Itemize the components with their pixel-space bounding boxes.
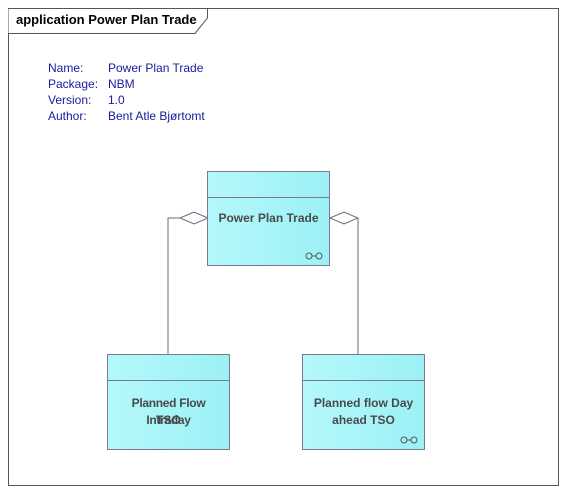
property-key: Author: [48, 109, 87, 123]
property-key: Version: [48, 93, 92, 107]
property-key: Package: [48, 77, 99, 91]
property-row-author: Author: Bent Atle Bjørtomt [48, 108, 205, 124]
class-header [303, 355, 424, 381]
aggregation-diamond-left [178, 211, 210, 225]
aggregation-diamond-right [328, 211, 360, 225]
class-planned-flow-intraday-tso[interactable]: Planned Flow Intraday TSO [107, 354, 230, 450]
frame-tab-shape [8, 8, 208, 34]
class-name-line2: TSO [156, 413, 181, 427]
class-name: Power Plan Trade [218, 211, 319, 225]
composite-link-icon [400, 436, 418, 444]
diagram-frame [8, 8, 559, 486]
class-power-plan-trade[interactable]: Power Plan Trade [207, 171, 330, 266]
class-header [108, 355, 229, 381]
class-name-line1: Planned Flow Intraday [131, 396, 206, 427]
class-name-line2: ahead TSO [332, 413, 395, 427]
frame-title-tab: application Power Plan Trade [8, 8, 208, 34]
class-planned-flow-day-ahead-tso[interactable]: Planned flow Day ahead TSO [302, 354, 425, 450]
property-value: Power Plan Trade [108, 61, 204, 75]
class-header [208, 172, 329, 198]
aggregation-connector-left[interactable] [167, 211, 210, 354]
property-row-version: Version: 1.0 [48, 92, 205, 108]
class-name-line1: Planned flow Day [313, 396, 414, 410]
property-row-package: Package: NBM [48, 76, 205, 92]
property-value: NBM [108, 77, 135, 91]
composite-link-icon [305, 252, 323, 260]
frame-title: application Power Plan Trade [16, 12, 197, 27]
property-value: 1.0 [108, 93, 125, 107]
property-value: Bent Atle Bjørtomt [108, 109, 205, 123]
property-key: Name: [48, 61, 84, 75]
aggregation-connector-right[interactable] [328, 211, 360, 354]
property-row-name: Name: Power Plan Trade [48, 60, 205, 76]
diagram-properties: Name: Power Plan Trade Package: NBM Vers… [48, 60, 205, 124]
